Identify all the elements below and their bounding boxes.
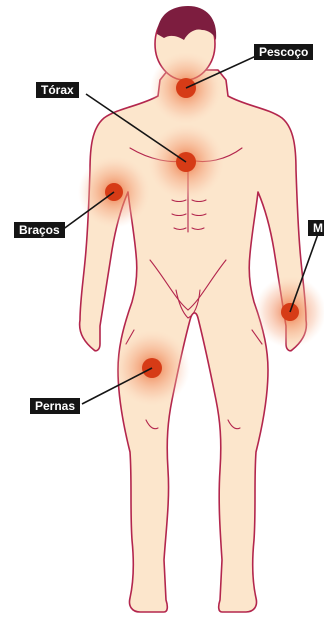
label-hands: M <box>308 220 324 236</box>
label-arms: Braços <box>14 222 65 238</box>
label-chest: Tórax <box>36 82 79 98</box>
label-legs: Pernas <box>30 398 80 414</box>
label-neck: Pescoço <box>254 44 313 60</box>
marker-hand <box>254 276 324 348</box>
